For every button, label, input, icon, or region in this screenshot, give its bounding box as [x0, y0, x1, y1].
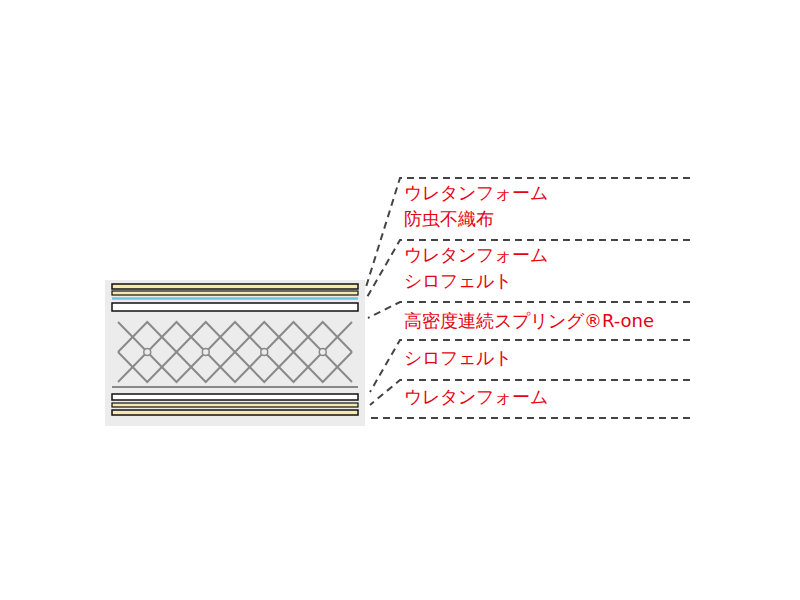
- spring-wire: [118, 322, 352, 352]
- mattress-body: [105, 280, 365, 426]
- spring-joint: [202, 349, 209, 356]
- spring-wire: [118, 352, 352, 382]
- leader-line: [370, 340, 690, 392]
- spring-base: [112, 386, 358, 388]
- leader-line: [370, 417, 690, 419]
- felt-layer: [112, 303, 358, 311]
- layer-label: シロフェルト: [404, 347, 512, 369]
- spring-wire: [118, 352, 352, 382]
- spring-joint: [144, 349, 151, 356]
- layer-label: ウレタンフォーム: [404, 182, 548, 204]
- spring-joint: [261, 349, 268, 356]
- spring-joint: [319, 349, 326, 356]
- urethane-layer: [112, 284, 358, 289]
- leader-lines: [366, 178, 690, 418]
- layer-label: ウレタンフォーム: [404, 386, 548, 408]
- spring-layer: [118, 322, 352, 382]
- leader-line: [366, 240, 690, 299]
- layer-label: 高密度連続スプリング®R-one: [404, 310, 654, 332]
- nonwoven-layer: [112, 297, 358, 300]
- urethane-layer: [112, 291, 358, 295]
- mattress-section: [105, 280, 365, 426]
- layer-label: 防虫不織布: [404, 208, 494, 230]
- urethane-layer: [112, 410, 358, 415]
- layer-label: シロフェルト: [404, 270, 512, 292]
- spring-wire: [118, 322, 352, 352]
- urethane-layer: [112, 403, 358, 407]
- layer-label: ウレタンフォーム: [404, 244, 548, 266]
- felt-layer: [112, 394, 358, 400]
